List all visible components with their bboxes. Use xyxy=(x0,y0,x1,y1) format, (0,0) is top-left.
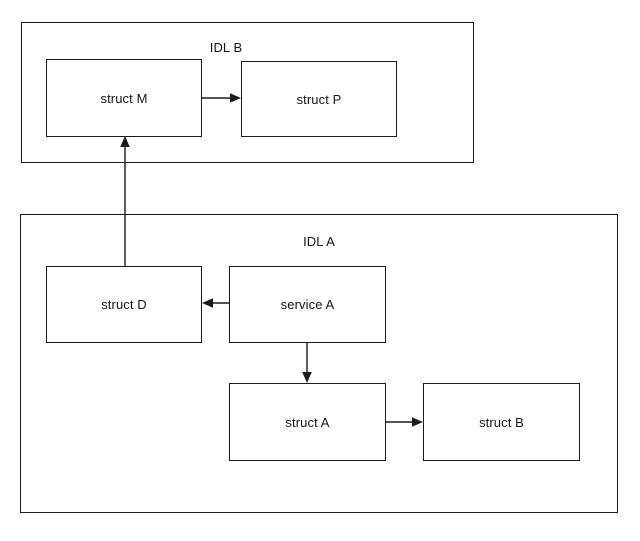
node-struct-d-label: struct D xyxy=(101,297,147,312)
node-service-a-label: service A xyxy=(280,297,335,312)
node-struct-a[interactable]: struct A xyxy=(229,383,386,461)
node-struct-b[interactable]: struct B xyxy=(423,383,580,461)
node-struct-a-label: struct A xyxy=(285,414,330,430)
container-idl-b-label: IDL B xyxy=(209,40,243,55)
node-struct-m[interactable]: struct M xyxy=(46,59,202,137)
container-idl-a[interactable] xyxy=(20,214,618,513)
node-struct-b-label: struct B xyxy=(479,414,524,430)
node-struct-p-label: struct P xyxy=(296,91,342,107)
node-struct-m-label: struct M xyxy=(100,90,148,106)
node-struct-d[interactable]: struct D xyxy=(46,266,202,343)
node-service-a[interactable]: service A xyxy=(229,266,386,343)
node-struct-p[interactable]: struct P xyxy=(241,61,397,137)
container-idl-a-label: IDL A xyxy=(303,234,335,249)
